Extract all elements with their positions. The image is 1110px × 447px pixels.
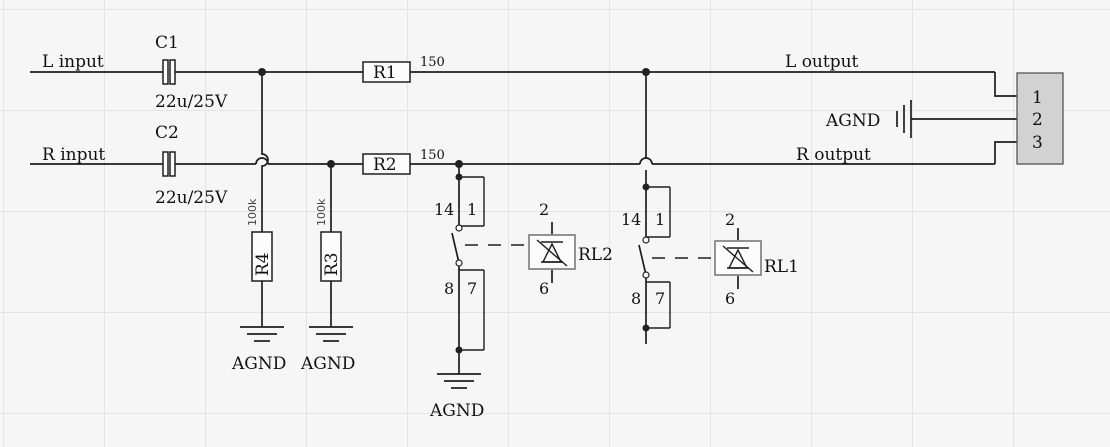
resistor-r4[interactable]: R4 100k bbox=[246, 198, 273, 326]
r1-ref: R1 bbox=[373, 63, 397, 83]
r4-value: 100k bbox=[246, 198, 259, 226]
resistor-r1[interactable]: R1 150 bbox=[362, 55, 445, 83]
l-input-label: L input bbox=[42, 52, 104, 72]
junction-l-shunt bbox=[258, 68, 266, 76]
rl2-pin-6: 6 bbox=[539, 279, 549, 298]
ground-label-connector: AGND bbox=[825, 111, 880, 131]
resistor-r3[interactable]: R3 100k bbox=[315, 198, 342, 326]
r-input-label: R input bbox=[42, 145, 105, 165]
c2-value: 22u/25V bbox=[155, 188, 228, 208]
rl2-ref: RL2 bbox=[578, 245, 613, 265]
r3-ref: R3 bbox=[322, 252, 342, 276]
junction-l-relay bbox=[642, 68, 650, 76]
l-output-label: L output bbox=[785, 52, 859, 72]
rl2-pin-7: 7 bbox=[467, 279, 477, 298]
output-connector[interactable]: 1 2 3 bbox=[1016, 72, 1064, 165]
resistor-r2[interactable]: R2 150 bbox=[362, 148, 445, 175]
relay-rl1-switch[interactable]: 14 1 8 7 bbox=[621, 72, 671, 344]
junction-rl2-pin1 bbox=[455, 173, 463, 181]
junction-r-relay bbox=[455, 160, 463, 168]
l-channel-wiring bbox=[30, 71, 1017, 232]
rl2-pin-14: 14 bbox=[434, 200, 454, 219]
ground-symbol-rl2: AGND bbox=[429, 350, 484, 421]
capacitor-c1[interactable]: C1 22u/25V bbox=[155, 33, 228, 112]
relay-rl2-switch[interactable]: 14 1 8 7 bbox=[434, 164, 485, 351]
c1-ref: C1 bbox=[155, 33, 179, 53]
ground-label-r3: AGND bbox=[300, 354, 355, 374]
r-output-label: R output bbox=[796, 145, 871, 165]
rl1-ref: RL1 bbox=[764, 257, 799, 277]
junction-rl1-pin7 bbox=[642, 324, 650, 332]
r2-ref: R2 bbox=[373, 155, 397, 175]
ground-label-rl2: AGND bbox=[429, 401, 484, 421]
junction-r-shunt bbox=[327, 160, 335, 168]
rl1-pin-2: 2 bbox=[725, 210, 735, 229]
rl1-pin-1: 1 bbox=[655, 210, 665, 229]
r2-value: 150 bbox=[420, 148, 445, 163]
connector-pin-1: 1 bbox=[1032, 88, 1043, 108]
connector-ground: AGND bbox=[825, 100, 1017, 138]
rl2-pin-8: 8 bbox=[444, 279, 454, 298]
rl1-pin-14: 14 bbox=[621, 210, 641, 229]
r3-value: 100k bbox=[315, 198, 328, 226]
rl2-pin-2: 2 bbox=[539, 200, 549, 219]
rl2-pin-1: 1 bbox=[467, 200, 477, 219]
junction-rl2-gnd bbox=[455, 346, 463, 354]
relay-rl1-coil[interactable]: 2 6 RL1 bbox=[714, 210, 799, 308]
rl1-pin-7: 7 bbox=[655, 289, 665, 308]
capacitor-c2[interactable]: C2 22u/25V bbox=[155, 123, 228, 208]
junction-dots bbox=[258, 68, 650, 354]
c1-value: 22u/25V bbox=[155, 92, 228, 112]
ground-label-r4: AGND bbox=[231, 354, 286, 374]
rl1-pin-6: 6 bbox=[725, 289, 735, 308]
r-channel-wiring bbox=[30, 141, 1017, 232]
junction-rl1-pin1 bbox=[642, 183, 650, 191]
ground-symbol-r4: AGND bbox=[231, 326, 286, 374]
r4-ref: R4 bbox=[253, 252, 273, 276]
connector-pin-2: 2 bbox=[1032, 110, 1043, 130]
c2-ref: C2 bbox=[155, 123, 179, 143]
connector-pin-3: 3 bbox=[1032, 133, 1043, 153]
r1-value: 150 bbox=[420, 55, 445, 70]
rl1-pin-8: 8 bbox=[631, 289, 641, 308]
relay-rl2-coil[interactable]: 2 6 RL2 bbox=[528, 200, 613, 298]
ground-symbol-r3: AGND bbox=[300, 326, 355, 374]
